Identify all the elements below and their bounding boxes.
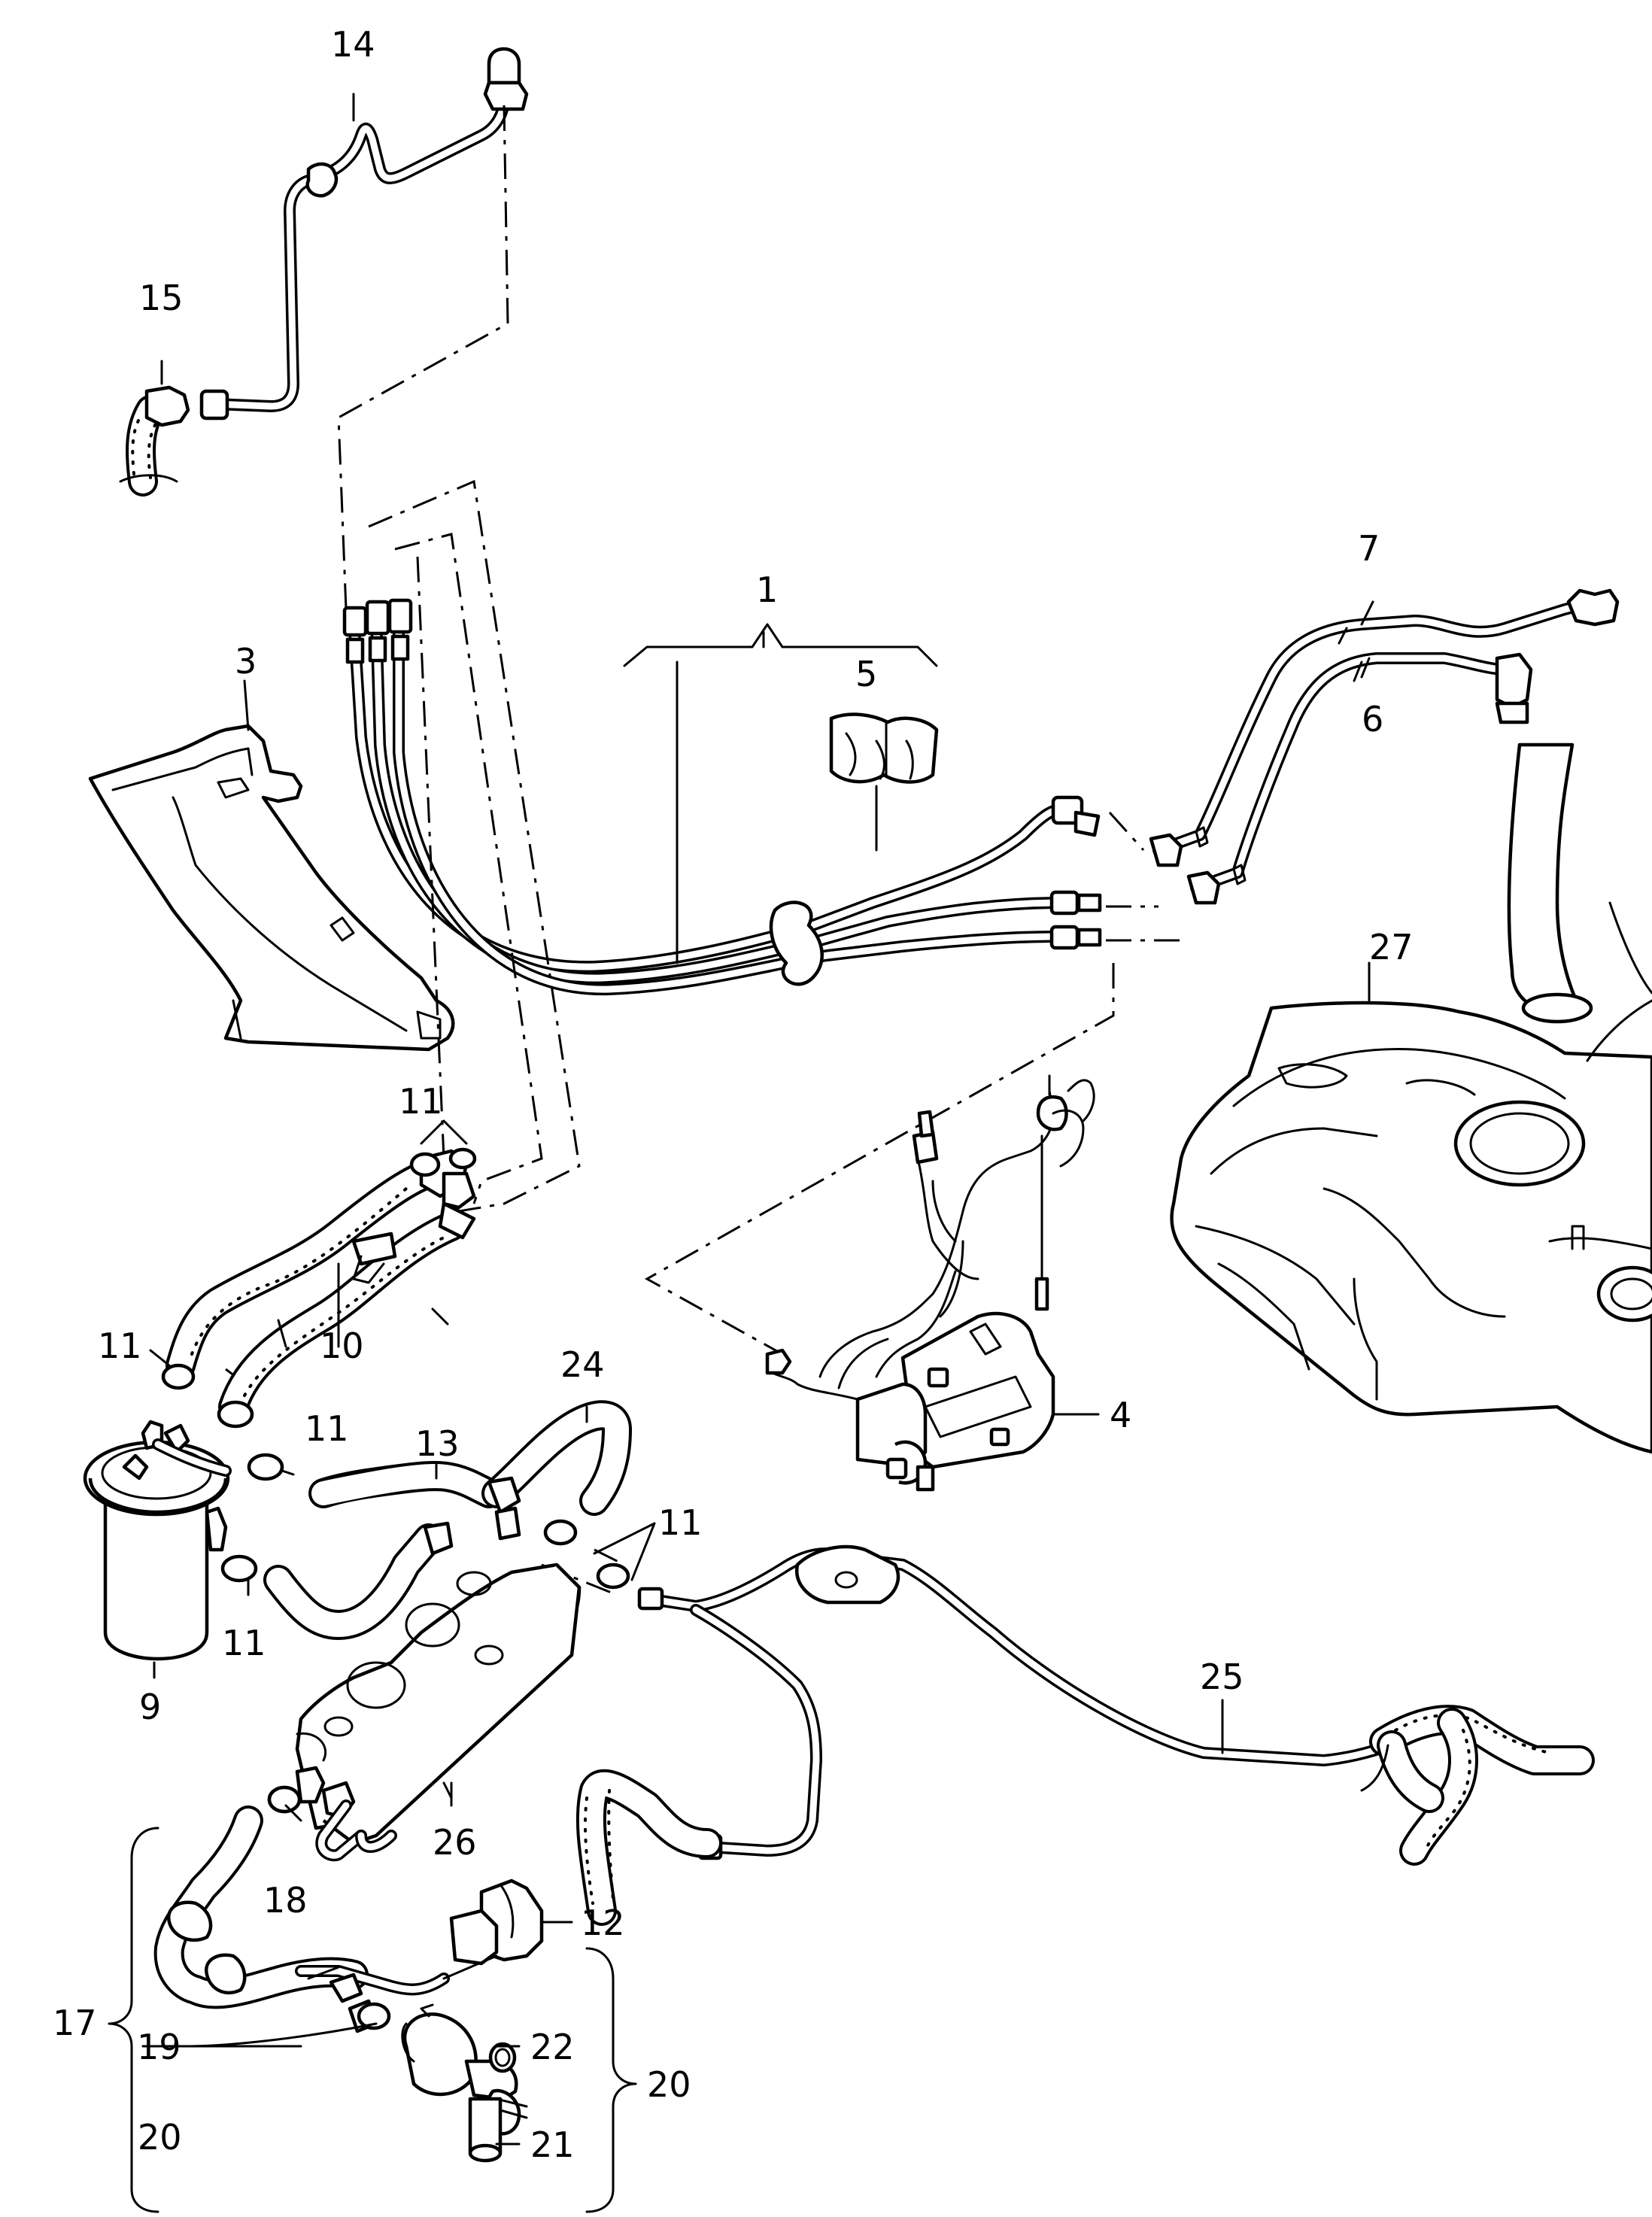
fuel-hoses-10 (166, 1149, 476, 1422)
fuel-heater-sensor (765, 1074, 1095, 1492)
callout-5: 5 (855, 654, 877, 694)
bracket-clip-12 (449, 1878, 573, 1966)
callout-12: 12 (581, 1903, 625, 1943)
return-hoses (575, 1705, 1595, 1926)
callout-11-d: 11 (222, 1623, 266, 1663)
callout-9: 9 (139, 1687, 161, 1727)
callout-10: 10 (320, 1326, 364, 1366)
callout-20-a: 20 (138, 2117, 182, 2158)
callout-21: 21 (530, 2124, 575, 2165)
callout-25: 25 (1200, 1657, 1244, 1697)
callout-18: 18 (263, 1880, 308, 1921)
assembly-guide-lines (225, 105, 1185, 1596)
fuel-cooler (267, 1563, 582, 1862)
pressure-valve (357, 2002, 528, 2163)
callout-13: 13 (415, 1423, 460, 1464)
callout-labels: 1 3 4 5 6 7 9 10 11 11 11 11 11 12 13 14… (53, 24, 1414, 2165)
callout-7: 7 (1358, 528, 1380, 569)
connector-fitting-15 (119, 360, 190, 497)
hose-clamps-11 (149, 1119, 656, 1596)
fuel-line-bundle (342, 598, 1102, 996)
callout-11-a: 11 (399, 1081, 443, 1122)
callout-11-b: 11 (98, 1326, 142, 1366)
callout-19: 19 (137, 2027, 181, 2067)
fuel-hoses-13-24 (263, 1400, 632, 1640)
callout-4: 4 (1110, 1395, 1131, 1435)
retainer-clip (829, 712, 939, 852)
callout-11-e: 11 (658, 1502, 703, 1543)
callout-17: 17 (53, 2003, 97, 2043)
callout-6: 6 (1362, 699, 1383, 740)
leader-lines (187, 600, 1374, 2146)
callout-20-b: 20 (647, 2064, 691, 2105)
fuel-tank (1170, 743, 1652, 1454)
callout-24: 24 (560, 1344, 605, 1385)
fuel-line-14 (199, 47, 529, 421)
callout-1: 1 (756, 569, 778, 610)
callout-15: 15 (139, 278, 184, 318)
callout-22: 22 (530, 2027, 575, 2067)
return-line-assembly (153, 1785, 498, 2033)
assembly-braces (108, 1827, 637, 2213)
callout-26: 26 (433, 1822, 477, 1863)
callout-14: 14 (331, 24, 375, 65)
callout-3: 3 (235, 641, 257, 682)
heat-shield-bracket (88, 679, 455, 1052)
fuel-filter (83, 1420, 232, 1679)
fuel-return-line-25 (637, 1544, 1413, 1860)
callout-11-c: 11 (305, 1408, 349, 1449)
bundle-end-connectors (342, 598, 413, 664)
callout-27: 27 (1369, 927, 1414, 967)
fuel-lines-6-7 (1149, 588, 1620, 905)
